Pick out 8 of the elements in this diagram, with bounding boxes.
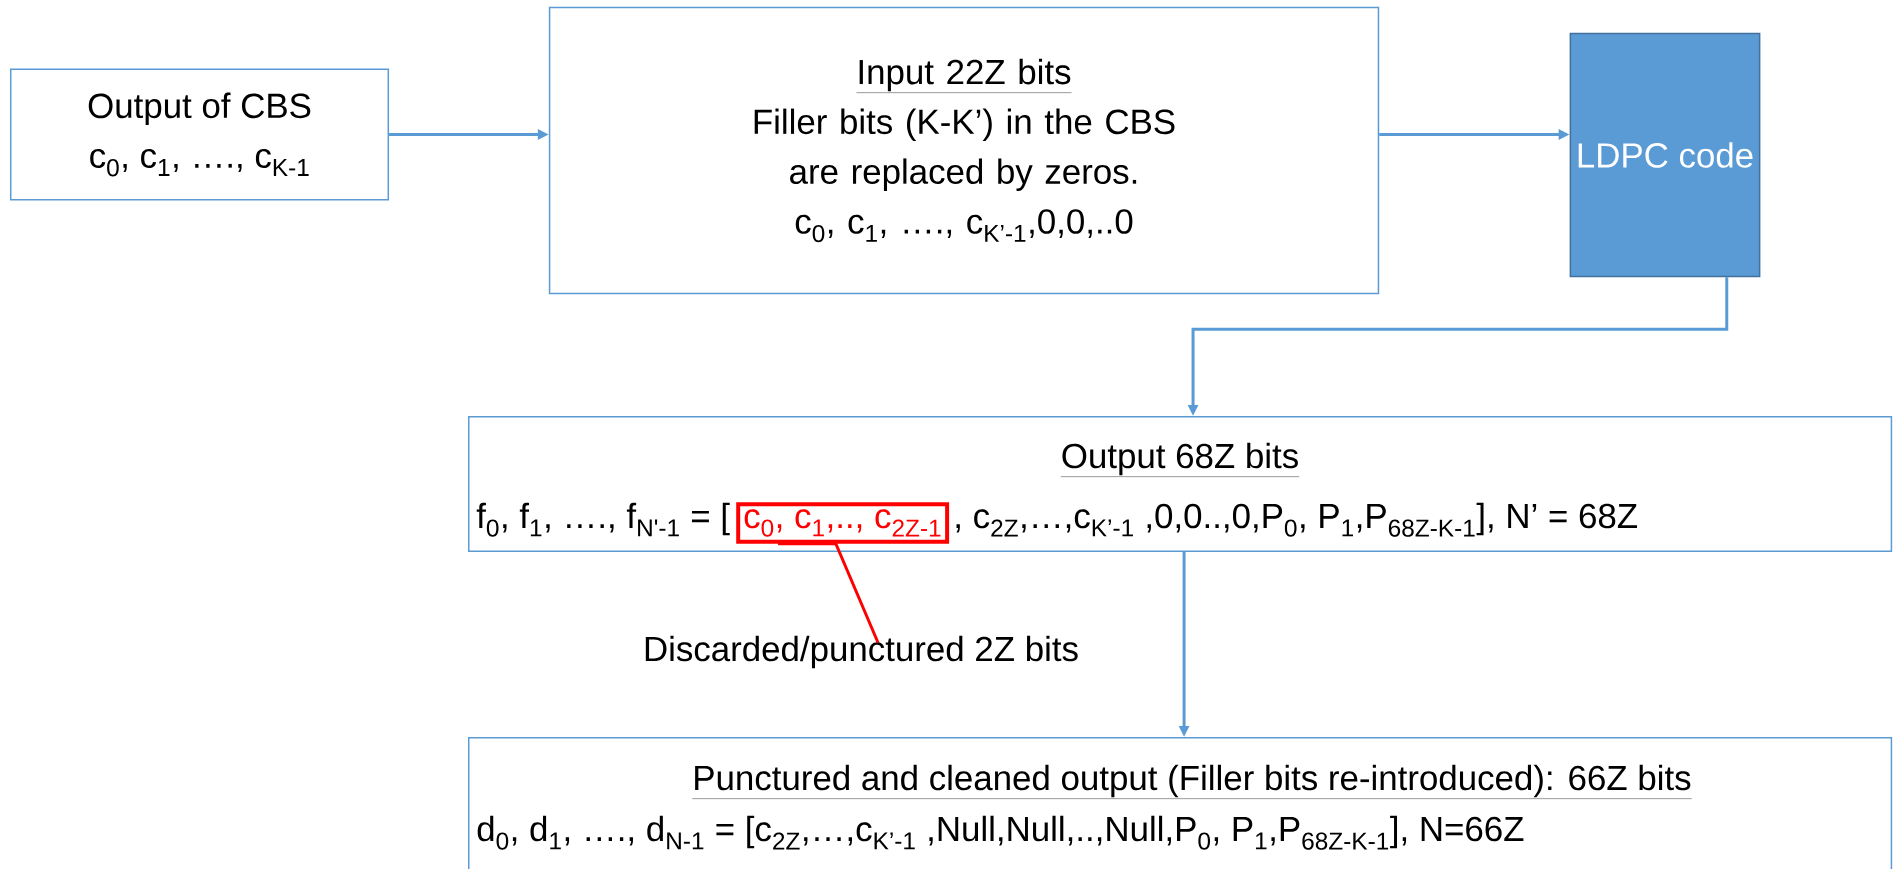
output-box: Punctured and cleaned output (Filler bits re-introduced): 66Z bits d$_{0}$, d$_{1}$, …., d$_{N-1}$ = [c$_{2Z}$,…,c$_{K’-1}$ ,Null,Null,..,Null,P$_{0}$, P$_{1}$,P$_{68Z-K-1}$], N=66Z xyxy=(468,737,1893,869)
output-box: Output 68Z bits f$_{0}$, f$_{1}$, …., f$_{N'-1}$ = [ c$_{0}$, c$_{1}$,.., c$_{2Z-1}$ , c$_{2Z}$,…,c$_{K’-1}$ ,0,0..,0,P$_{0}$, P$_{1}$,P$_{68Z-K-1}$], N’ = 68Z xyxy=(468,416,1893,552)
process-box: Input 22Z bits Filler bits (K-K’) in the CBS are replaced by zeros. c$_{0}$, c$_{1}$, …., c$_{K’-1}$,0,0,..0 xyxy=(548,6,1380,295)
callout-tail xyxy=(778,542,880,644)
callout-box: c$_{0}$, c$_{1}$,.., c$_{2Z-1}$ xyxy=(736,502,950,544)
source-box: Output of CBS c$_{0}$, c$_{1}$, …., c$_{K-1}$ xyxy=(9,68,390,201)
callout-text: Discarded/punctured 2Z bits xyxy=(645,635,1078,669)
process-box: LDPC code xyxy=(1569,32,1761,278)
